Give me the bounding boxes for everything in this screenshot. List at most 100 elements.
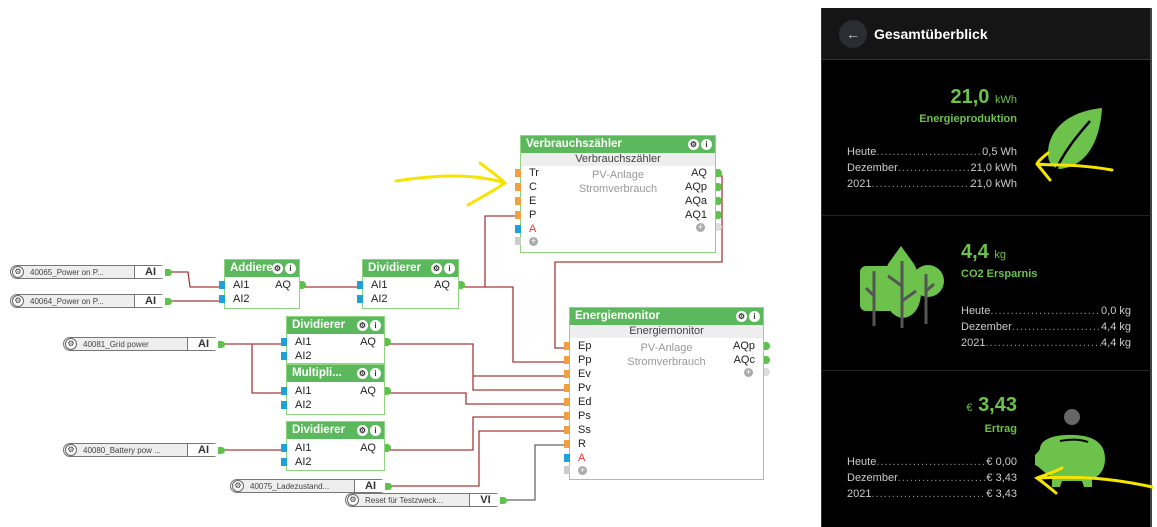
- output-pin[interactable]: [459, 281, 465, 289]
- gear-icon[interactable]: ⚙: [272, 263, 283, 274]
- output-pin-empty[interactable]: [764, 368, 770, 376]
- input-pin[interactable]: [515, 169, 521, 177]
- input-pin[interactable]: [515, 183, 521, 191]
- output-pin[interactable]: [500, 497, 507, 504]
- input-pin[interactable]: [357, 295, 363, 303]
- block-title: Multipli... ⚙i: [287, 365, 384, 382]
- gear-icon[interactable]: ⚙: [12, 266, 24, 278]
- input-pin[interactable]: [515, 225, 521, 233]
- input-node[interactable]: ⚙40064_Power on P...AI: [10, 294, 172, 308]
- input-pin[interactable]: [515, 211, 521, 219]
- input-pin[interactable]: [564, 398, 570, 406]
- output-pin[interactable]: [716, 197, 722, 205]
- input-node[interactable]: ⚙40080_Battery pow ...AI: [63, 443, 225, 457]
- add-input-icon[interactable]: +: [529, 236, 538, 246]
- input-pin[interactable]: [564, 426, 570, 434]
- gear-icon[interactable]: ⚙: [65, 444, 77, 456]
- input-pin[interactable]: [564, 342, 570, 350]
- panel-title: Gesamtüberblick: [874, 25, 988, 42]
- output-pin[interactable]: [716, 169, 722, 177]
- block-title: Energiemonitor⚙i: [570, 308, 763, 325]
- input-label-pp: Pp: [578, 354, 592, 366]
- input-pin[interactable]: [564, 356, 570, 364]
- ertrag-value: € 3,43: [966, 394, 1017, 416]
- output-pin[interactable]: [716, 183, 722, 191]
- input-pin[interactable]: [281, 338, 287, 346]
- output-pin[interactable]: [716, 211, 722, 219]
- gear-icon[interactable]: ⚙: [357, 425, 368, 436]
- info-icon[interactable]: i: [701, 139, 712, 150]
- wire-layer: [167, 161, 723, 501]
- gear-icon[interactable]: ⚙: [736, 311, 747, 322]
- input-pin[interactable]: [564, 370, 570, 378]
- input-pin[interactable]: [281, 387, 287, 395]
- input-pin[interactable]: [219, 295, 225, 303]
- output-pin[interactable]: [165, 298, 172, 305]
- annotation-arrows: [1033, 151, 1153, 495]
- info-icon[interactable]: i: [285, 263, 296, 274]
- input-pin[interactable]: [564, 454, 570, 462]
- wire-reset: [502, 444, 566, 501]
- add-input-icon[interactable]: +: [578, 465, 587, 475]
- info-icon[interactable]: i: [370, 368, 381, 379]
- block-title-text: Dividierer: [292, 319, 346, 331]
- output-pin[interactable]: [764, 342, 770, 350]
- back-button[interactable]: ←: [839, 19, 867, 48]
- output-pin[interactable]: [385, 483, 392, 490]
- info-icon[interactable]: i: [370, 425, 381, 436]
- output-pin-empty[interactable]: [716, 223, 722, 231]
- input-pin-empty[interactable]: [515, 237, 521, 245]
- info-icon[interactable]: i: [444, 263, 455, 274]
- info-icon[interactable]: i: [749, 311, 760, 322]
- output-label-aq: AQ: [691, 167, 707, 179]
- input-node[interactable]: ⚙Reset für Testzweck...VI: [345, 493, 507, 507]
- input-pin[interactable]: [357, 281, 363, 289]
- gear-icon[interactable]: ⚙: [357, 320, 368, 331]
- gear-icon[interactable]: ⚙: [232, 480, 244, 492]
- gear-icon[interactable]: ⚙: [65, 338, 77, 350]
- input-pin[interactable]: [281, 458, 287, 466]
- input-pin[interactable]: [564, 412, 570, 420]
- output-pin[interactable]: [385, 387, 391, 395]
- leaf-icon: [1047, 108, 1102, 175]
- input-pin[interactable]: [281, 352, 287, 360]
- output-pin[interactable]: [218, 341, 225, 348]
- gear-icon[interactable]: ⚙: [357, 368, 368, 379]
- output-pin[interactable]: [300, 281, 306, 289]
- output-pin[interactable]: [385, 338, 391, 346]
- output-pin[interactable]: [385, 444, 391, 452]
- input-pin[interactable]: [564, 384, 570, 392]
- output-pin[interactable]: [764, 356, 770, 364]
- block-title: Addierer⚙i: [225, 260, 299, 277]
- gear-icon[interactable]: ⚙: [12, 295, 24, 307]
- gear-icon[interactable]: ⚙: [431, 263, 442, 274]
- info-icon[interactable]: i: [370, 320, 381, 331]
- input-pin[interactable]: [564, 440, 570, 448]
- output-pin[interactable]: [218, 447, 225, 454]
- input-node-type: VI: [469, 494, 501, 506]
- input-node[interactable]: ⚙40065_Power on P...AI: [10, 265, 172, 279]
- add-output-icon[interactable]: +: [696, 222, 705, 232]
- output-label-aqp: AQp: [684, 181, 707, 193]
- gear-icon[interactable]: ⚙: [688, 139, 699, 150]
- output-pin[interactable]: [165, 269, 172, 276]
- input-pin-empty[interactable]: [564, 466, 570, 474]
- input-node[interactable]: ⚙40075_Ladezustand...AI: [230, 479, 392, 493]
- input-pin[interactable]: [281, 401, 287, 409]
- output-label-aq: AQ: [360, 336, 376, 348]
- gear-icon[interactable]: ⚙: [347, 494, 359, 506]
- input-pin[interactable]: [219, 281, 225, 289]
- input-label-ss: Ss: [578, 424, 591, 436]
- input-pin[interactable]: [515, 197, 521, 205]
- block-title-text: Multipli...: [292, 367, 342, 379]
- input-pin[interactable]: [281, 444, 287, 452]
- add-output-icon[interactable]: +: [744, 367, 753, 377]
